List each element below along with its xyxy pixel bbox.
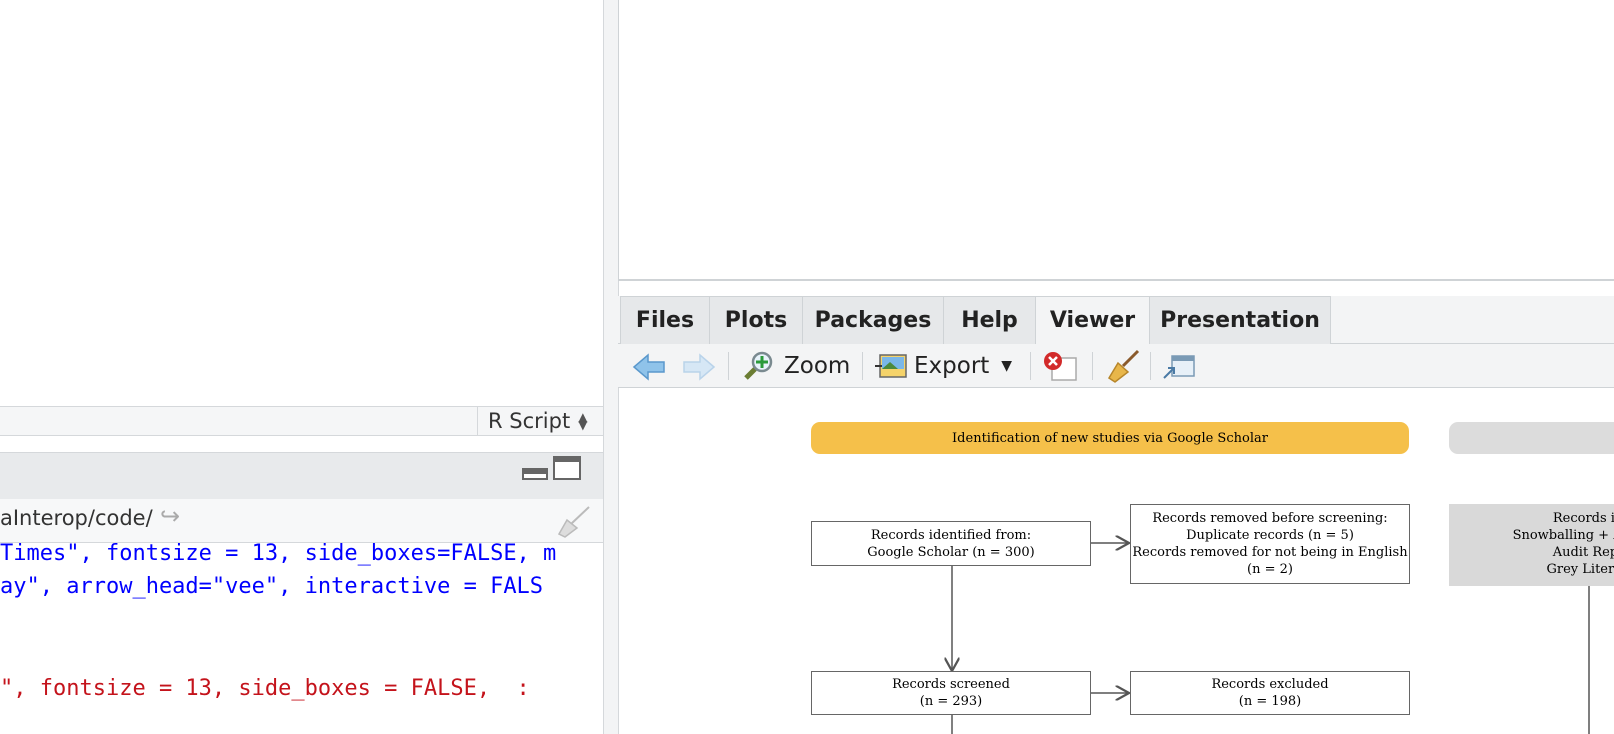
tab-help[interactable]: Help bbox=[943, 296, 1036, 344]
source-editor[interactable] bbox=[0, 0, 603, 406]
tab-viewer[interactable]: Viewer bbox=[1035, 296, 1150, 344]
viewer-toolbar: Zoom Export ▼ bbox=[618, 344, 1614, 388]
records-removed-box: Records removed before screening: Duplic… bbox=[1130, 504, 1410, 584]
box-line: Snowballing + Adhoc + bbox=[1512, 528, 1614, 543]
show-in-new-window-icon[interactable] bbox=[1162, 352, 1196, 382]
environment-pane bbox=[618, 0, 1614, 281]
tab-presentation[interactable]: Presentation bbox=[1149, 296, 1331, 344]
export-button[interactable]: Export ▼ bbox=[874, 350, 1012, 382]
records-excluded-box: Records excluded (n = 198) bbox=[1130, 671, 1410, 715]
tab-files[interactable]: Files bbox=[620, 296, 710, 344]
file-type-selector[interactable]: R Script ▲▼ bbox=[477, 407, 603, 435]
console-header bbox=[0, 452, 603, 499]
box-line: Duplicate records (n = 5) bbox=[1186, 528, 1354, 543]
clear-all-broom-icon[interactable] bbox=[1106, 348, 1142, 384]
toolbar-separator bbox=[862, 352, 863, 380]
zoom-button[interactable]: Zoom bbox=[742, 350, 850, 382]
forward-arrow-icon[interactable] bbox=[682, 352, 716, 382]
box-line: (n = 293) bbox=[919, 694, 983, 709]
box-line: (n = 2) bbox=[1247, 562, 1293, 577]
go-to-directory-icon[interactable]: ↪ bbox=[160, 502, 181, 530]
toolbar-separator bbox=[728, 352, 729, 380]
back-arrow-icon[interactable] bbox=[632, 352, 666, 382]
box-line: Records identifie bbox=[1552, 511, 1614, 526]
box-line: Records identified from: bbox=[870, 527, 1032, 543]
pane-tab-bar: Files Plots Packages Help Viewer Present… bbox=[618, 296, 1614, 344]
zoom-magnifier-icon bbox=[744, 351, 773, 380]
export-label: Export bbox=[914, 353, 990, 379]
box-line: Audit Reports ( bbox=[1552, 545, 1614, 560]
box-line: Records removed before screening: bbox=[1152, 511, 1388, 526]
dropdown-caret-icon: ▼ bbox=[1001, 358, 1013, 374]
viewer-content: Identification of new studies via Google… bbox=[619, 388, 1614, 734]
box-line: Records removed for not being in English bbox=[1132, 545, 1408, 560]
toolbar-separator bbox=[1030, 352, 1031, 380]
console-output[interactable]: Times", fontsize = 13, side_boxes=FALSE,… bbox=[0, 543, 603, 734]
updown-arrows-icon: ▲▼ bbox=[578, 410, 588, 432]
maximize-pane-icon[interactable] bbox=[553, 456, 581, 480]
other-methods-banner bbox=[1449, 422, 1614, 454]
export-image-icon bbox=[875, 354, 907, 378]
tab-plots[interactable]: Plots bbox=[709, 296, 803, 344]
code-line: ", fontsize = 13, side_boxes = FALSE, : bbox=[0, 676, 530, 701]
toolbar-separator bbox=[1092, 352, 1093, 380]
clear-console-broom-icon[interactable] bbox=[553, 504, 593, 538]
box-line: Records excluded bbox=[1211, 677, 1329, 692]
minimize-pane-icon[interactable] bbox=[522, 468, 548, 480]
code-line: Times", fontsize = 13, side_boxes=FALSE,… bbox=[0, 543, 557, 566]
identification-banner: Identification of new studies via Google… bbox=[811, 422, 1409, 454]
box-line: Google Scholar (n = 300) bbox=[867, 544, 1035, 560]
remove-viewer-icon[interactable] bbox=[1042, 351, 1080, 383]
records-screened-box: Records screened (n = 293) bbox=[811, 671, 1091, 715]
toolbar-separator bbox=[1150, 352, 1151, 380]
box-line: (n = 198) bbox=[1238, 694, 1302, 709]
zoom-label: Zoom bbox=[784, 353, 851, 379]
console-path-bar: aInterop/code/ ↪ bbox=[0, 499, 603, 543]
file-type-label: R Script bbox=[488, 409, 571, 433]
editor-status-bar: R Script ▲▼ bbox=[0, 406, 603, 436]
flow-connectors bbox=[619, 388, 1590, 734]
box-line: Grey Literature bbox=[1546, 562, 1614, 577]
other-records-identified-box: Records identifie Snowballing + Adhoc + … bbox=[1449, 504, 1614, 586]
code-line: ay", arrow_head="vee", interactive = FAL… bbox=[0, 574, 544, 599]
tab-packages[interactable]: Packages bbox=[802, 296, 944, 344]
working-directory-path: aInterop/code/ bbox=[0, 506, 153, 530]
records-identified-box: Records identified from: Google Scholar … bbox=[811, 521, 1091, 566]
pane-splitter[interactable] bbox=[603, 0, 619, 734]
box-line: Records screened bbox=[892, 677, 1010, 692]
